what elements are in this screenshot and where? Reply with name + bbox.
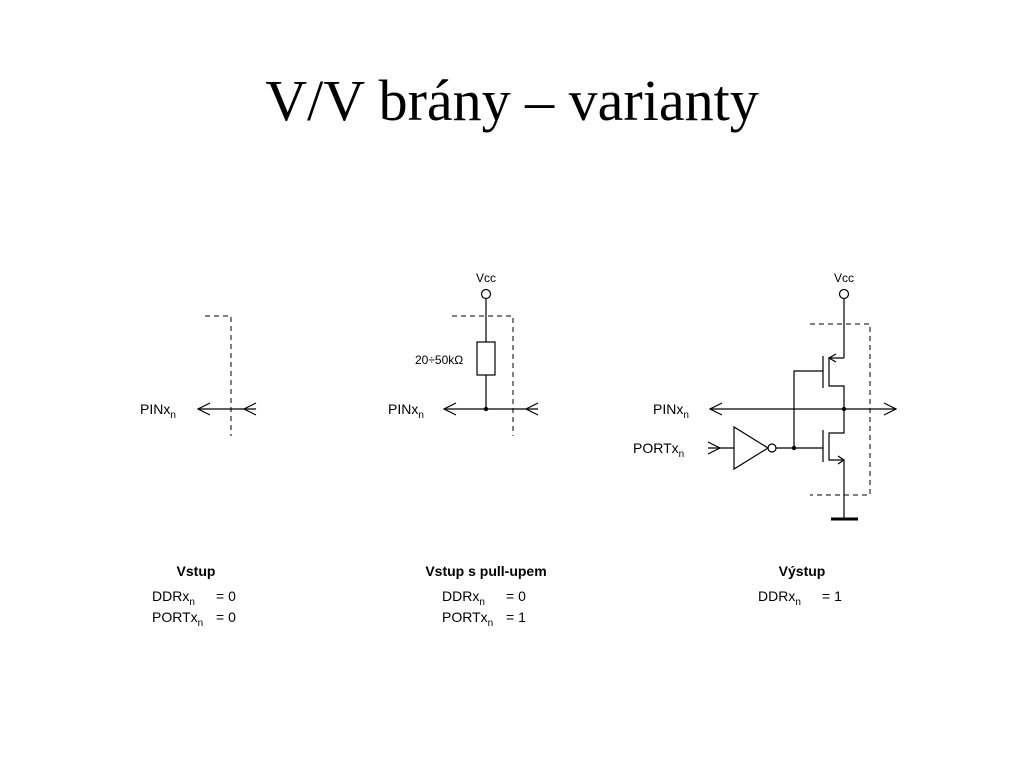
pin-arrow-left bbox=[708, 402, 723, 416]
pin-arrow-left bbox=[442, 402, 457, 416]
port-boundary bbox=[452, 315, 514, 436]
inverter-gate bbox=[733, 425, 770, 471]
vcc-terminal bbox=[838, 288, 850, 300]
caption-output: Výstup DDRxn= 1 bbox=[758, 563, 842, 608]
junction-dot bbox=[791, 445, 797, 451]
pin-arrow-right bbox=[883, 402, 898, 416]
pin-label: PINxn bbox=[140, 401, 176, 421]
config-row: DDRxn= 1 bbox=[758, 588, 842, 608]
config-row: DDRxn= 0 bbox=[442, 588, 526, 608]
inverter-bubble bbox=[767, 443, 777, 453]
caption-input: Vstup DDRxn= 0 PORTxn= 0 bbox=[152, 563, 236, 629]
nmos-transistor bbox=[794, 409, 846, 518]
junction-dot bbox=[841, 406, 847, 412]
resistor-label: 20÷50kΩ bbox=[415, 353, 463, 367]
config-row: PORTxn= 1 bbox=[442, 609, 526, 629]
vcc-label: Vcc bbox=[834, 271, 854, 285]
pin-arrow-right bbox=[242, 402, 257, 416]
vcc-terminal bbox=[480, 288, 492, 300]
slide-title: V/V brány – varianty bbox=[265, 68, 759, 133]
config-row: PORTxn= 0 bbox=[152, 609, 236, 629]
pin-arrow-left bbox=[196, 402, 211, 416]
circuit-output: Vcc PINxn PORTxn bbox=[633, 271, 898, 521]
port-arrow bbox=[707, 441, 722, 455]
caption-input-pullup: Vstup s pull-upem DDRxn= 0 PORTxn= 1 bbox=[425, 563, 546, 629]
caption-title: Vstup bbox=[177, 563, 216, 579]
port-boundary bbox=[205, 315, 232, 436]
config-row: DDRxn= 0 bbox=[152, 588, 236, 608]
circuit-input: PINxn bbox=[140, 315, 257, 436]
pin-label: PINxn bbox=[653, 401, 689, 421]
pullup-resistor bbox=[476, 341, 496, 376]
caption-title: Výstup bbox=[779, 563, 826, 579]
vcc-label: Vcc bbox=[476, 271, 496, 285]
circuit-input-pullup: Vcc 20÷50kΩ PINxn bbox=[388, 271, 539, 436]
caption-title: Vstup s pull-upem bbox=[425, 563, 546, 579]
port-label: PORTxn bbox=[633, 440, 684, 460]
pin-label: PINxn bbox=[388, 401, 424, 421]
pin-arrow-right bbox=[524, 402, 539, 416]
junction-dot bbox=[483, 406, 489, 412]
pmos-transistor bbox=[793, 353, 845, 448]
